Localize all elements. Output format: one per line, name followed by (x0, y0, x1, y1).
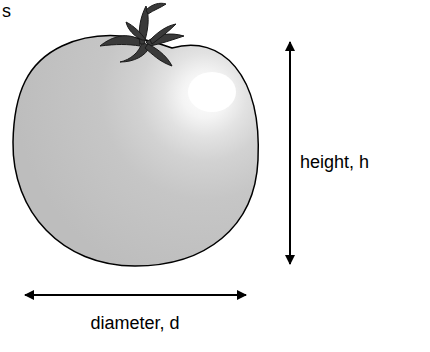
height-arrow (289, 42, 291, 264)
dimension-label: diameter, d (90, 314, 179, 334)
fragment-text: s (2, 2, 11, 22)
diameter-arrow (25, 294, 246, 296)
tomato-stem (100, 3, 184, 66)
tomato-highlight (188, 72, 236, 112)
tomato-body (13, 35, 258, 266)
dimension-label: height, h (300, 153, 369, 173)
